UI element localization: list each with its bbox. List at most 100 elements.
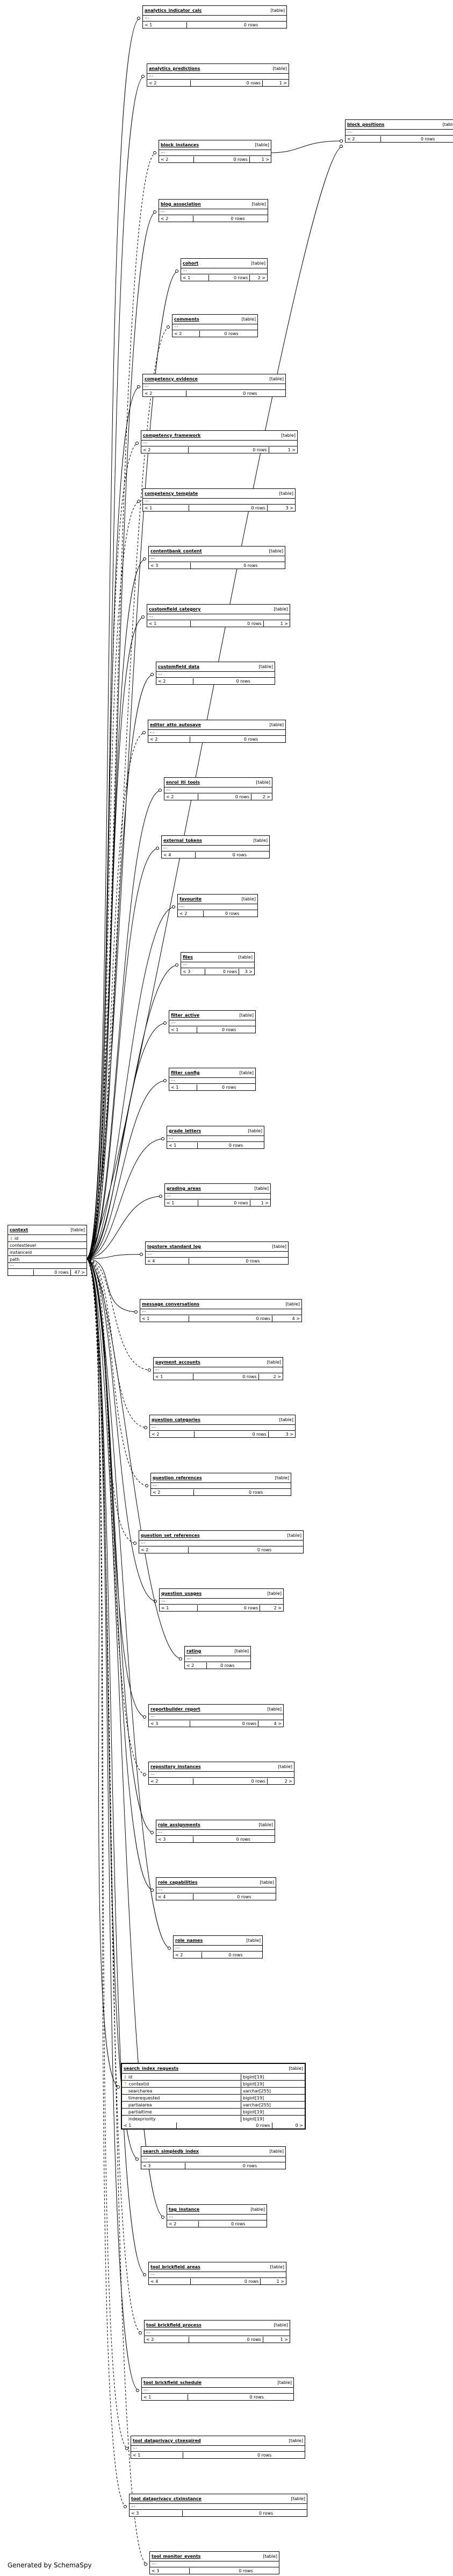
parent-count[interactable]: 1 >: [268, 446, 297, 453]
child-count[interactable]: < 4: [150, 2279, 159, 2284]
parent-count[interactable]: 4 >: [272, 1315, 301, 1322]
child-count[interactable]: < 2: [146, 2337, 154, 2342]
table-name[interactable]: tool_dataprivacy_ctxinstance: [131, 2496, 202, 2501]
parent-count[interactable]: 1 >: [249, 156, 271, 162]
child-count[interactable]: < 3: [143, 2163, 151, 2168]
child-count[interactable]: < 2: [149, 80, 157, 86]
table-name[interactable]: message_conversations: [142, 1302, 200, 1307]
child-count[interactable]: < 2: [169, 2221, 177, 2226]
child-count[interactable]: < 1: [167, 1200, 175, 1205]
child-count[interactable]: < 1: [142, 1316, 150, 1321]
table-name[interactable]: search_index_requests: [124, 2066, 179, 2071]
table-name[interactable]: role_assignments: [158, 1822, 200, 1827]
table-context[interactable]: context[table] ⚷id contextlevel instance…: [8, 1225, 87, 1276]
table-name[interactable]: competency_framework: [143, 433, 201, 438]
table-name[interactable]: customfield_data: [158, 664, 200, 669]
child-count[interactable]: < 1: [124, 2123, 132, 2128]
table-name[interactable]: favourite: [179, 897, 202, 902]
table-name[interactable]: search_simpledb_index: [143, 2149, 199, 2154]
parent-count[interactable]: 0 >: [271, 2122, 305, 2128]
child-count[interactable]: < 2: [179, 911, 188, 916]
table-name[interactable]: question_set_references: [141, 1533, 200, 1538]
child-count[interactable]: < 1: [149, 621, 157, 626]
child-count[interactable]: < 3: [131, 2510, 139, 2516]
table-name[interactable]: context: [10, 1227, 28, 1232]
table-name[interactable]: contentbank_content: [150, 549, 202, 553]
parent-count[interactable]: 2 >: [258, 1373, 283, 1380]
table-name[interactable]: editor_atto_autosave: [150, 722, 201, 727]
table-name[interactable]: analytics_predictions: [149, 66, 200, 71]
table-name[interactable]: competency_template: [145, 491, 198, 496]
parent-count[interactable]: 2 >: [249, 274, 267, 281]
parent-count[interactable]: 3 >: [239, 968, 254, 975]
child-count[interactable]: < 1: [161, 1605, 169, 1610]
table-name[interactable]: tool_brickfield_areas: [150, 2265, 200, 2269]
child-count[interactable]: < 3: [183, 969, 191, 974]
child-count[interactable]: < 2: [166, 794, 174, 799]
child-count[interactable]: < 2: [152, 1431, 160, 1437]
table-name[interactable]: comments: [174, 317, 199, 322]
table-name[interactable]: grade_letters: [169, 1129, 202, 1133]
table-tool-dataprivacy-ctxinstance[interactable]: tool_dataprivacy_ctxinstance[table]...< …: [129, 2494, 307, 2517]
table-name[interactable]: enrol_lti_tools: [166, 780, 200, 785]
child-count[interactable]: < 2: [150, 736, 158, 742]
table-name[interactable]: external_tokens: [163, 838, 202, 843]
parent-count[interactable]: 2 >: [267, 1778, 294, 1784]
parent-count[interactable]: 2 >: [260, 1605, 283, 1611]
table-name[interactable]: repository_instances: [150, 1764, 201, 1769]
child-count[interactable]: < 3: [152, 2568, 160, 2573]
child-count[interactable]: < 1: [169, 1142, 177, 1148]
child-count[interactable]: < 2: [145, 391, 153, 396]
child-count[interactable]: < 1: [133, 2452, 141, 2458]
parent-count[interactable]: 1 >: [260, 2278, 286, 2284]
table-name[interactable]: tool_brickfield_process: [146, 2323, 202, 2327]
child-count[interactable]: < 3: [150, 1721, 159, 1726]
table-tool-dataprivacy-ctxexpired[interactable]: tool_dataprivacy_ctxexpired[table]...< 1…: [131, 2436, 305, 2459]
child-count[interactable]: < 3: [158, 1836, 166, 1842]
table-name[interactable]: cohort: [183, 261, 199, 266]
table-name[interactable]: question_categories: [152, 1417, 200, 1422]
parent-count[interactable]: 4 >: [258, 1720, 283, 1727]
parent-count[interactable]: 1 >: [262, 80, 289, 86]
child-count[interactable]: < 1: [145, 505, 153, 510]
child-count[interactable]: < 2: [161, 157, 169, 162]
table-name[interactable]: role_capabilities: [158, 1880, 198, 1885]
table-block-positions[interactable]: block_positions[table]...< 20 rows: [345, 119, 453, 143]
table-name[interactable]: tool_monitor_events: [152, 2554, 201, 2559]
child-count[interactable]: < 2: [174, 331, 182, 336]
child-count[interactable]: < 1: [171, 1084, 179, 1090]
child-count[interactable]: < 2: [153, 1489, 161, 1495]
child-count[interactable]: < 4: [158, 1894, 166, 1899]
child-count[interactable]: < 2: [186, 1663, 195, 1668]
table-name[interactable]: tool_brickfield_schedule: [143, 2380, 202, 2385]
child-count[interactable]: < 2: [143, 447, 151, 452]
child-count[interactable]: < 2: [161, 216, 169, 221]
child-count[interactable]: < 1: [143, 2394, 152, 2400]
table-name[interactable]: customfield_category: [149, 607, 201, 612]
parent-count[interactable]: 1 >: [262, 2336, 290, 2343]
child-count[interactable]: < 2: [150, 1778, 159, 1784]
child-count[interactable]: < 4: [147, 1258, 155, 1264]
